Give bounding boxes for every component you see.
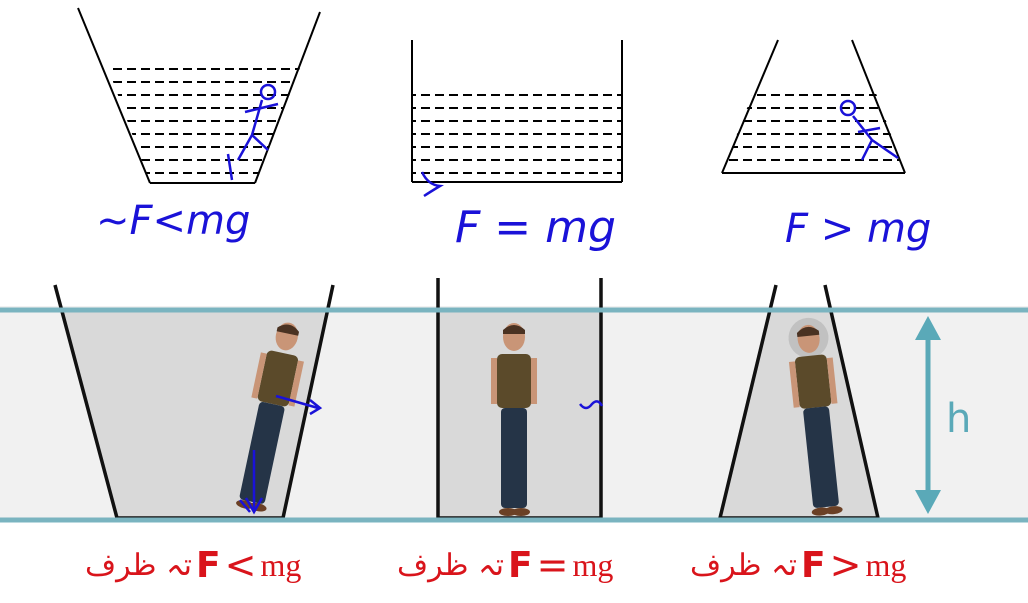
caption-operator: > (830, 543, 862, 587)
caption-operator: < (225, 543, 257, 587)
caption-greater: تہ ظرف F > mg (690, 540, 906, 590)
sketch-container-wide-top (78, 8, 320, 190)
sketch-label-less: ~F<mg (96, 198, 250, 244)
caption-urdu: تہ ظرف (85, 548, 192, 583)
caption-mg: mg (572, 547, 613, 584)
height-label: h (946, 396, 971, 442)
sketch-container-narrow-top (715, 40, 915, 180)
caption-force: F (196, 545, 221, 586)
caption-equal: تہ ظرف F = mg (397, 540, 613, 590)
caption-force: F (508, 545, 533, 586)
sketch-label-greater: F > mg (785, 206, 931, 252)
caption-force: F (801, 545, 826, 586)
sketch-label-equal: F = mg (455, 202, 616, 253)
caption-mg: mg (260, 547, 301, 584)
caption-less: تہ ظرف F < mg (85, 540, 301, 590)
caption-urdu: تہ ظرف (397, 548, 504, 583)
caption-urdu: تہ ظرف (690, 548, 797, 583)
caption-operator: = (537, 543, 569, 587)
sketch-container-straight (412, 40, 622, 196)
caption-mg: mg (865, 547, 906, 584)
